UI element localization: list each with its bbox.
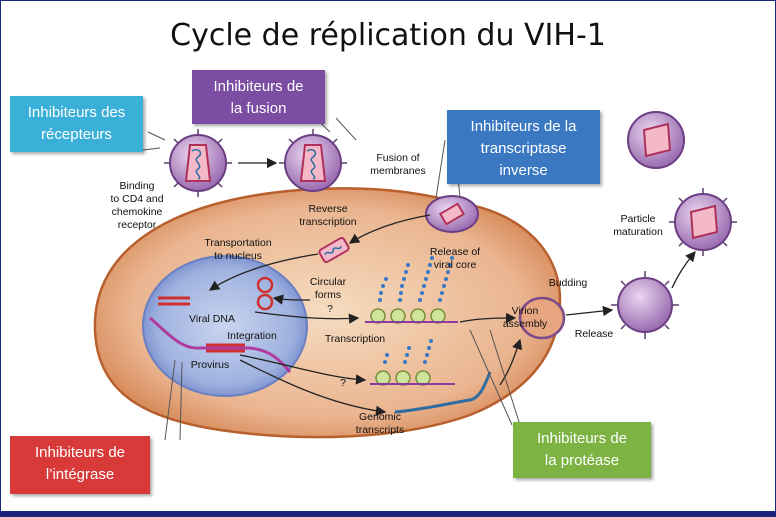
box-receptor-inhibitors: Inhibiteurs des récepteurs bbox=[10, 96, 143, 152]
virion-immature bbox=[611, 271, 679, 339]
box-fusion-inhibitors: Inhibiteurs de la fusion bbox=[192, 70, 325, 124]
box-fusion-line2: la fusion bbox=[230, 100, 287, 117]
viral-dna bbox=[158, 296, 190, 306]
label-genomic-1: Genomic bbox=[359, 411, 401, 423]
label-release-core-2: viral core bbox=[434, 259, 477, 271]
label-question-1: ? bbox=[327, 303, 333, 315]
label-integration: Integration bbox=[227, 330, 277, 342]
box-integrase-line1: Inhibiteurs de bbox=[34, 444, 126, 461]
label-release-core-1: Release of bbox=[430, 246, 480, 258]
box-fusion-line1: Inhibiteurs de bbox=[213, 78, 304, 95]
box-protease-line2: la protéase bbox=[544, 452, 620, 469]
label-provirus: Provirus bbox=[191, 359, 230, 371]
label-transport-2: to nucleus bbox=[214, 250, 262, 262]
circular-form-2 bbox=[256, 293, 274, 311]
label-maturation-2: maturation bbox=[613, 226, 663, 238]
nucleus bbox=[142, 255, 308, 397]
label-binding-2: to CD4 and bbox=[110, 193, 163, 205]
viral-core bbox=[318, 237, 350, 263]
label-binding-1: Binding bbox=[119, 180, 154, 192]
box-receptor-line1: Inhibiteurs des bbox=[27, 104, 126, 121]
label-transport-1: Transportation bbox=[204, 237, 271, 249]
label-rt-1: Reverse bbox=[308, 203, 347, 215]
virion-mature-top bbox=[627, 111, 685, 169]
provirus-dna bbox=[206, 343, 245, 353]
label-maturation-1: Particle bbox=[620, 213, 655, 225]
label-circular-1: Circular bbox=[310, 276, 347, 288]
virion-fused bbox=[425, 195, 479, 233]
box-rt-inhibitors: Inhibiteurs de la transcriptase inverse bbox=[447, 110, 600, 184]
label-binding-4: receptor bbox=[118, 219, 157, 231]
box-rt-line2: transcriptase bbox=[480, 140, 567, 157]
box-protease-line1: Inhibiteurs de bbox=[536, 430, 628, 447]
box-receptor-line2: récepteurs bbox=[41, 126, 112, 143]
box-rt-line3: inverse bbox=[499, 162, 548, 179]
virion-mature bbox=[669, 188, 737, 256]
virion-budding bbox=[518, 296, 566, 340]
virion-fusion bbox=[279, 129, 347, 192]
genomic-rna bbox=[394, 371, 492, 414]
nascent-proteins bbox=[378, 256, 454, 364]
virion-binding bbox=[164, 129, 232, 197]
ribosomes-bottom bbox=[375, 370, 431, 386]
chromosome bbox=[149, 316, 292, 373]
box-integrase-line2: l’intégrase bbox=[45, 466, 115, 483]
label-release: Release bbox=[575, 328, 614, 340]
label-virion-2: assembly bbox=[503, 318, 548, 330]
label-budding: Budding bbox=[549, 277, 588, 289]
label-rt-2: transcription bbox=[299, 216, 356, 228]
label-fusion-1: Fusion of bbox=[376, 152, 419, 164]
slide-title: Cycle de réplication du VIH-1 bbox=[170, 18, 606, 53]
box-integrase-inhibitors: Inhibiteurs de l’intégrase bbox=[10, 436, 150, 494]
label-fusion-2: membranes bbox=[370, 165, 425, 177]
label-binding-3: chemokine bbox=[112, 206, 163, 218]
label-transcription: Transcription bbox=[325, 333, 385, 345]
label-question-2: ? bbox=[340, 377, 346, 389]
box-protease-inhibitors: Inhibiteurs de la protéase bbox=[513, 422, 651, 478]
label-virion-1: Virion bbox=[512, 305, 539, 317]
circular-form-1 bbox=[256, 276, 274, 294]
box-rt-line1: Inhibiteurs de la bbox=[470, 118, 577, 135]
label-viral-dna: Viral DNA bbox=[189, 313, 235, 325]
label-genomic-2: transcripts bbox=[356, 424, 404, 436]
label-circular-2: forms bbox=[315, 289, 341, 301]
